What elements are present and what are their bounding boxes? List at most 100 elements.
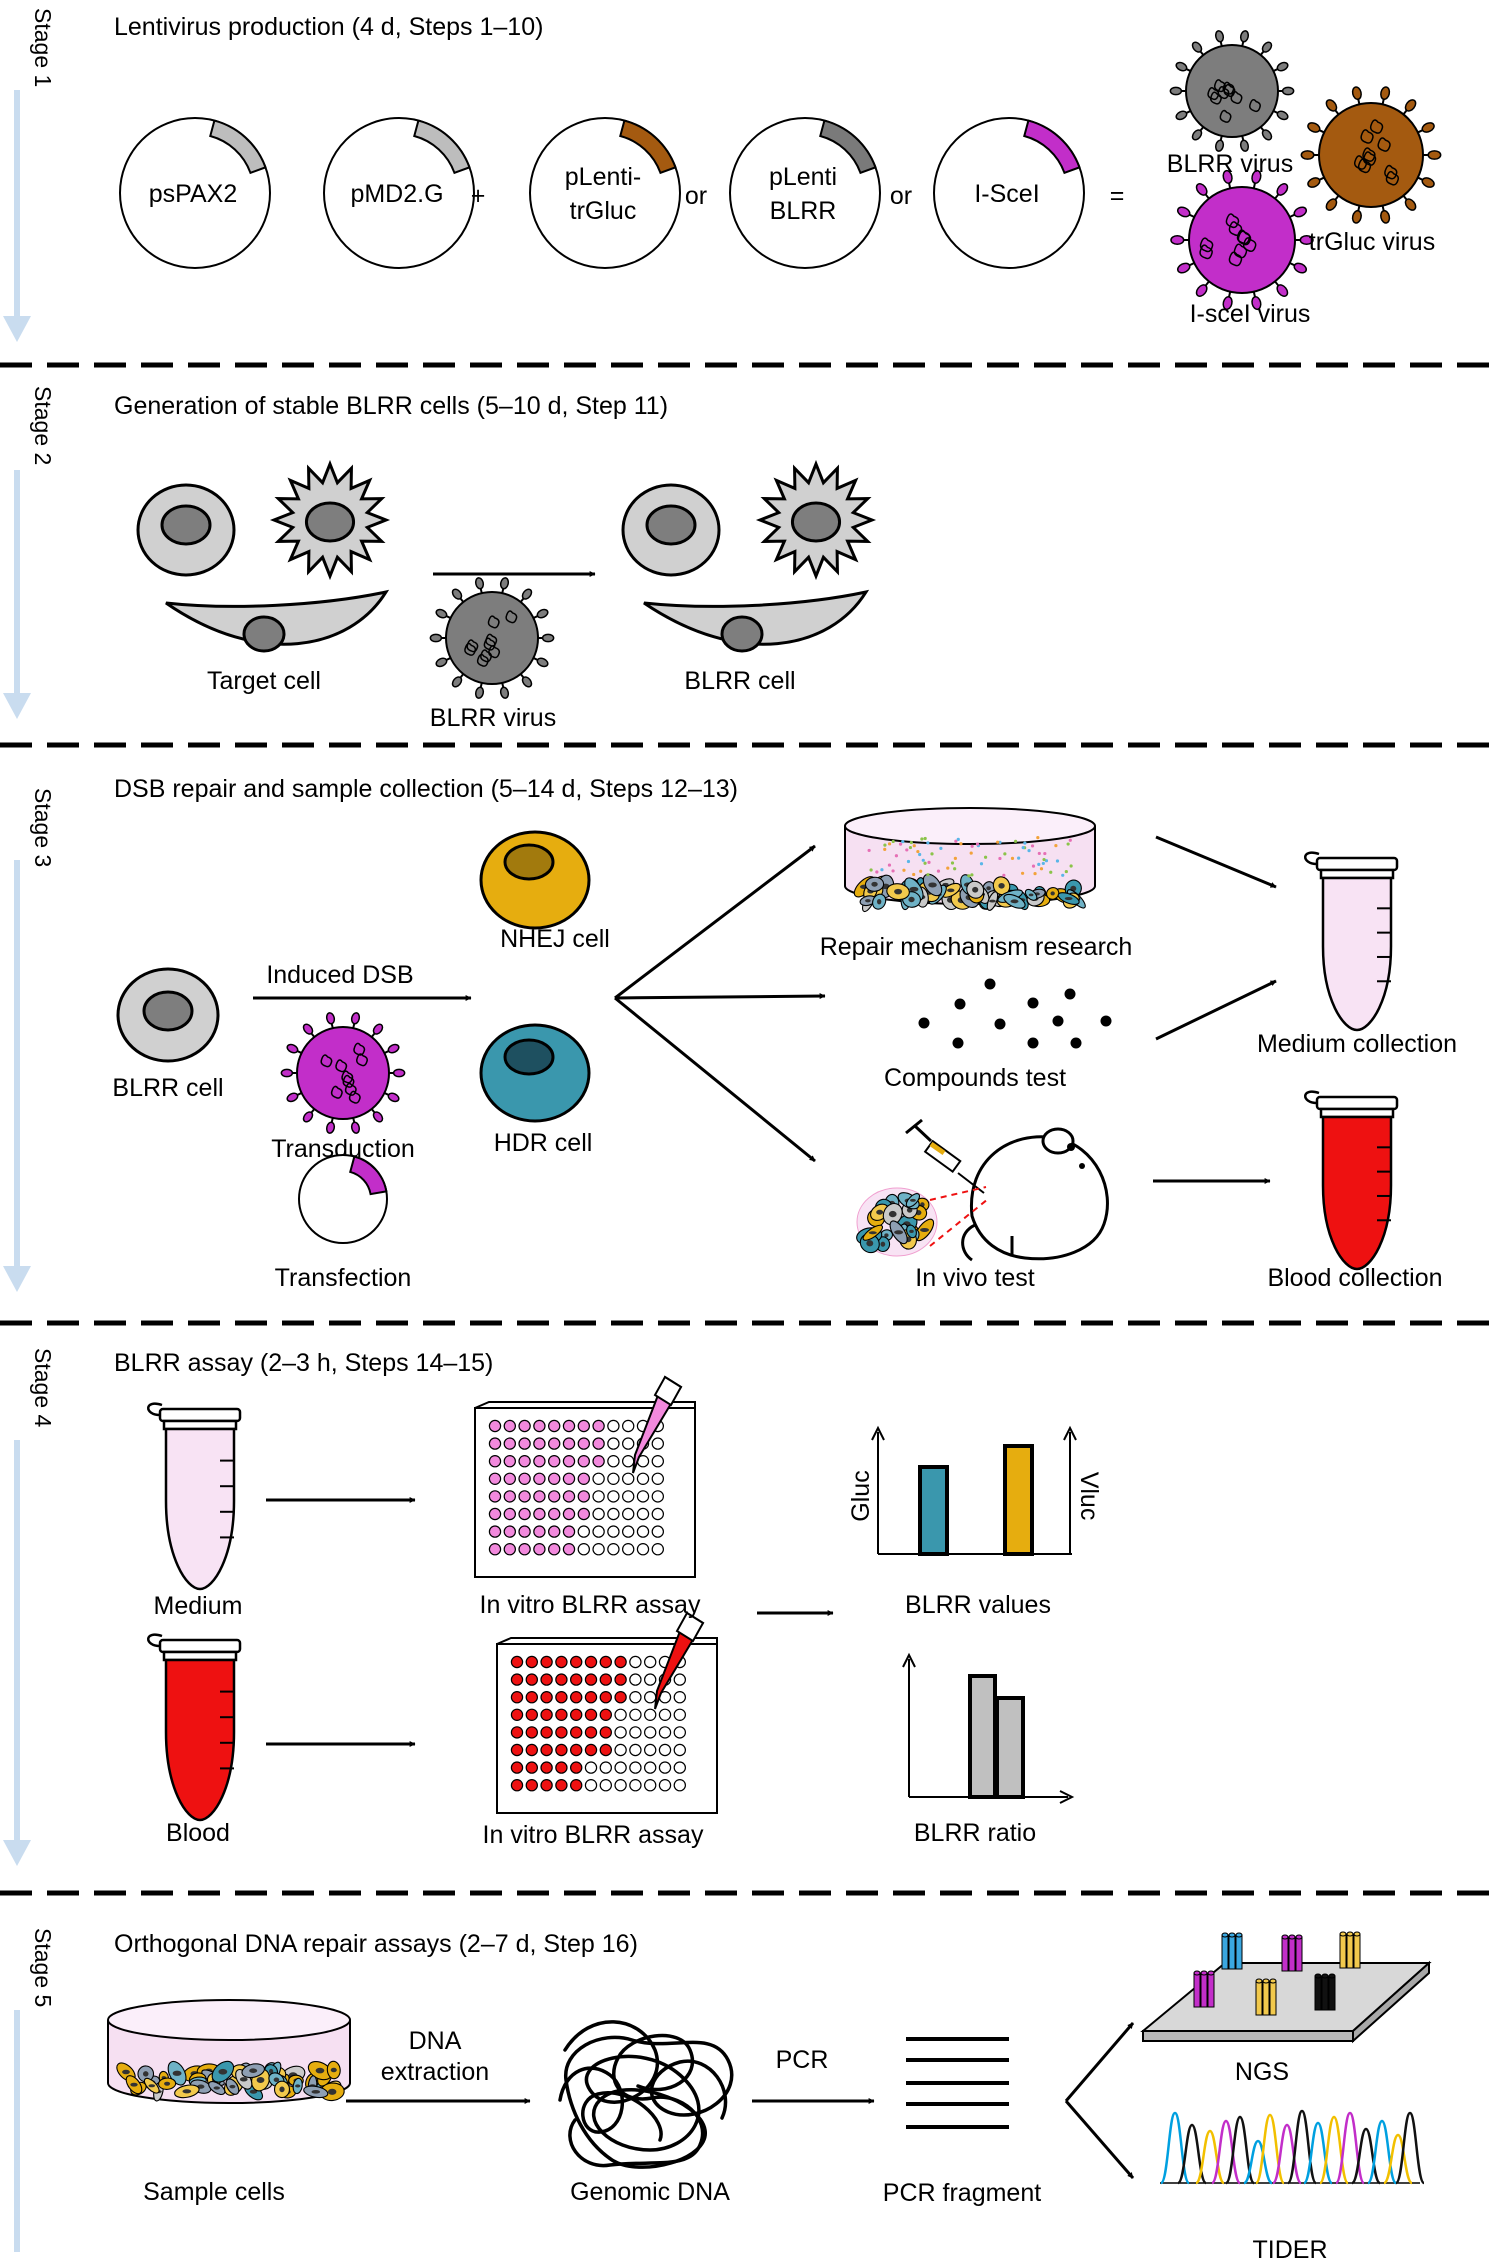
well-plate-icon	[496, 1611, 718, 1814]
blrr-virus-icon	[429, 577, 555, 699]
blrr-virus-icon	[1169, 30, 1295, 152]
stage-1-label: Stage 1	[30, 8, 56, 87]
cell-nucleus	[503, 1038, 555, 1076]
plasmid-ring	[529, 117, 681, 269]
plasmid-icon	[298, 1154, 388, 1244]
target-cell-group	[136, 459, 391, 653]
plasmid-insert	[349, 1155, 388, 1196]
well-plate-icon	[474, 1375, 696, 1578]
mouse-icon	[961, 1127, 1109, 1262]
blrr-cell-label: BLRR cell	[684, 667, 795, 695]
induced-dsb-label: Induced DSB	[266, 961, 413, 989]
plasmid-label: psPAX2	[149, 180, 237, 208]
stage-2-title: Generation of stable BLRR cells (5–10 d,…	[114, 392, 668, 420]
plus-sign: +	[471, 182, 486, 210]
medium-tube-icon	[147, 1402, 242, 1591]
equals-sign: =	[1110, 182, 1125, 210]
tider-chromatogram-icon	[1159, 2109, 1426, 2185]
or-operator: or	[890, 182, 912, 210]
assay-label: In vitro BLRR assay	[483, 1821, 704, 1849]
trgluc-virus-label: trGluc virus	[1309, 228, 1435, 256]
plasmid-ring	[729, 117, 881, 269]
dna-extraction-label: extraction	[381, 2058, 489, 2086]
branch-arrows	[614, 844, 826, 1163]
culture-dish-icon	[844, 807, 1096, 913]
tumor-cluster-icon	[856, 1187, 938, 1257]
blrr-ratio-label: BLRR ratio	[914, 1819, 1036, 1847]
genomic-dna-icon	[558, 2020, 734, 2169]
spiky-cell	[755, 459, 877, 581]
genomic-dna-label: Genomic DNA	[570, 2178, 730, 2206]
plasmid-ring	[323, 117, 475, 269]
stage-separators	[0, 362, 1503, 1896]
plasmid-label: trGluc	[570, 197, 637, 225]
plasmid-label: pLenti-	[565, 163, 641, 191]
isce-virus-icon	[280, 1012, 406, 1134]
pcr-label: PCR	[776, 2046, 829, 2074]
plasmid-label: I-SceI	[974, 180, 1039, 208]
in-vivo-test-label: In vivo test	[915, 1264, 1035, 1292]
cell-nucleus	[142, 990, 194, 1032]
repair-research-label: Repair mechanism research	[820, 933, 1133, 961]
zoom-lines	[929, 1186, 989, 1247]
blrr-values-chart-icon	[871, 1425, 1077, 1556]
transfection-label: Transfection	[275, 1264, 412, 1292]
cell-nucleus	[304, 501, 356, 543]
tider-label: TIDER	[1253, 2236, 1328, 2264]
syringe-icon	[905, 1118, 985, 1194]
plasmid-label: pMD2.G	[350, 180, 443, 208]
spiky-cell	[269, 459, 391, 581]
collection-arrows	[1153, 835, 1277, 1184]
plasmid-insert	[619, 119, 677, 175]
medium-label: Medium	[154, 1592, 243, 1620]
compound-dots	[918, 978, 1112, 1049]
assay-label: In vitro BLRR assay	[480, 1591, 701, 1619]
blood-collection-label: Blood collection	[1267, 1264, 1442, 1292]
or-operator: or	[685, 182, 707, 210]
cell-nucleus	[645, 504, 697, 546]
blood-label: Blood	[166, 1819, 230, 1847]
blrr-virus-label: BLRR virus	[1167, 150, 1293, 178]
cell-nucleus	[720, 615, 764, 653]
target-cell-label: Target cell	[207, 667, 321, 695]
stage-3-title: DSB repair and sample collection (5–14 d…	[114, 775, 738, 803]
plasmid-insert	[1023, 119, 1081, 175]
nhej-cell-label: NHEJ cell	[500, 925, 610, 953]
stage-4-label: Stage 4	[30, 1348, 56, 1427]
sample-dish-icon	[107, 1999, 351, 2104]
plasmid-ring	[119, 117, 271, 269]
blrr-cell-label: BLRR cell	[112, 1074, 223, 1102]
plasmid-label: pLenti	[769, 163, 837, 191]
cell-nucleus	[242, 615, 286, 653]
plasmid-insert	[209, 119, 267, 175]
ngs-flowcell-icon	[1140, 1931, 1432, 2044]
isce-virus-label: I-sceI virus	[1190, 300, 1311, 328]
cell-nucleus	[503, 843, 555, 881]
blrr-ratio-chart-icon	[902, 1652, 1075, 1804]
branch-arrows	[1064, 2022, 1135, 2179]
stage-5-title: Orthogonal DNA repair assays (2–7 d, Ste…	[114, 1930, 638, 1958]
plasmid-insert	[413, 119, 471, 175]
dna-extraction-label: DNA	[409, 2027, 462, 2055]
plasmid-ring	[933, 117, 1085, 269]
pcr-fragment-label: PCR fragment	[883, 2179, 1041, 2207]
pcr-fragment-icon	[906, 2037, 1009, 2129]
stage-3-label: Stage 3	[30, 788, 56, 867]
blrr-values-label: BLRR values	[905, 1591, 1051, 1619]
plasmid-label: BLRR	[770, 197, 837, 225]
medium-tube-icon	[1304, 851, 1399, 1032]
blrr-virus-label: BLRR virus	[430, 704, 556, 732]
blood-tube-icon	[1304, 1090, 1399, 1271]
blrr-cell-group	[621, 459, 877, 653]
stage-2-label: Stage 2	[30, 386, 56, 465]
plasmid-insert	[819, 119, 877, 175]
hdr-cell-label: HDR cell	[494, 1129, 593, 1157]
sample-cells-label: Sample cells	[143, 2178, 285, 2206]
blood-tube-icon	[147, 1633, 242, 1822]
stage-5-label: Stage 5	[30, 1928, 56, 2007]
vluc-axis-label: Vluc	[1075, 1472, 1103, 1521]
stage-1-title: Lentivirus production (4 d, Steps 1–10)	[114, 13, 543, 41]
cell-nucleus	[160, 504, 212, 546]
isce-virus-icon	[1170, 169, 1314, 311]
